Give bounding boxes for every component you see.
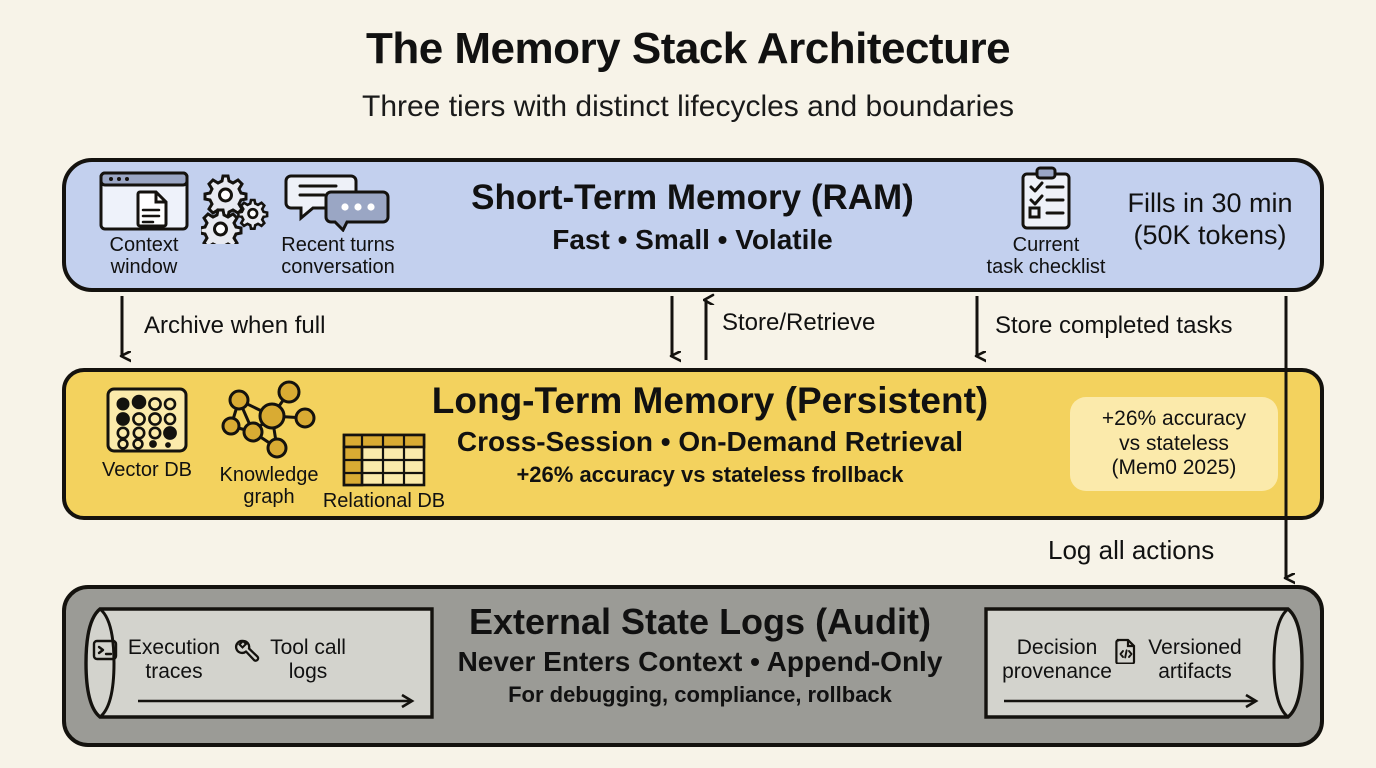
code-file-icon: [1115, 638, 1136, 664]
icon-cell-context-window: Context window: [92, 170, 196, 279]
pill-left-shape: [84, 607, 434, 719]
page-title: The Memory Stack Architecture: [365, 24, 1011, 73]
icon-caption: window: [110, 256, 178, 279]
pill-caption: Execution: [127, 636, 221, 659]
checklist-clipboard-icon: [1021, 166, 1071, 230]
icon-caption: Current: [1012, 234, 1080, 256]
icon-cell-relational-db: Relational DB: [316, 432, 452, 512]
icon-caption: Recent turns: [281, 234, 395, 256]
terminal-icon: [92, 639, 118, 661]
icon-caption: task checklist: [986, 256, 1106, 279]
tier-subheading: Never Enters Context • Append-Only: [457, 645, 943, 677]
accuracy-badge: +26% accuracy vs stateless (Mem0 2025): [1070, 397, 1278, 491]
fill-note-line1: Fills in 30 min: [1127, 188, 1293, 218]
icon-cell-recent-turns: Recent turns conversation: [270, 170, 406, 279]
pill-item-versioned-artifacts: Decision Versioned artifacts: [1115, 636, 1242, 684]
pill-caption: logs: [288, 660, 328, 684]
chat-bubbles-icon: [284, 174, 390, 232]
pill-caption: traces: [145, 660, 203, 684]
pill-caption: provenance: [1002, 660, 1112, 684]
icon-cell-gears: [200, 172, 272, 246]
tier-subheading: Fast • Small • Volatile: [552, 223, 833, 255]
context-window-icon: [99, 171, 189, 231]
pill-right-shape: [984, 607, 1304, 719]
wrench-icon: [235, 639, 260, 662]
icon-caption: Relational DB: [322, 490, 446, 512]
icon-cell-knowledge-graph: Knowledge graph: [206, 378, 332, 509]
connector-label-archive-when-full: Archive when full: [144, 312, 326, 339]
pill-item-tool-call-logs: Tool call logs: [235, 636, 346, 684]
tier-long-term-text: Long-Term Memory (Persistent) Cross-Sess…: [390, 380, 1030, 489]
tier-short-term-memory: [62, 158, 1324, 292]
pill-item-execution-traces: Execution traces: [92, 636, 220, 684]
pill-caption: artifacts: [1158, 660, 1232, 684]
tier-heading: Long-Term Memory (Persistent): [431, 380, 989, 421]
badge-line1: +26% accuracy: [1101, 406, 1247, 430]
fill-note-line2: (50K tokens): [1133, 219, 1287, 250]
tier-heading: Short-Term Memory (RAM): [471, 178, 914, 217]
vector-db-icon: [106, 387, 188, 453]
icon-caption: graph: [243, 486, 295, 509]
pill-item-decision-provenance: Decision provenance: [1002, 636, 1112, 684]
tier-heading: External State Logs (Audit): [468, 601, 932, 642]
icon-caption: Knowledge: [219, 464, 319, 486]
tier-logs-text: External State Logs (Audit) Never Enters…: [400, 603, 1000, 709]
icon-cell-task-checklist: Current task checklist: [975, 166, 1117, 279]
tier-note: For debugging, compliance, rollback: [508, 682, 892, 708]
icon-caption: Vector DB: [101, 459, 193, 481]
icon-caption: conversation: [281, 256, 395, 279]
icon-cell-vector-db: Vector DB: [92, 385, 202, 481]
relational-db-icon: [342, 433, 426, 487]
page-subtitle: Three tiers with distinct lifecycles and…: [362, 90, 1014, 123]
pill-caption: Tool call: [270, 636, 346, 659]
pill-caption: Decision: [1016, 636, 1098, 659]
badge-line2: vs stateless: [1119, 431, 1229, 455]
pill-caption: Versioned: [1148, 636, 1242, 659]
connector-label-log-all-actions: Log all actions: [1048, 535, 1215, 565]
gears-icon: [201, 174, 269, 244]
tier-note: +26% accuracy vs stateless frollback: [516, 462, 904, 488]
tier-subheading: Cross-Session • On-Demand Retrieval: [456, 425, 964, 457]
short-term-fill-note: Fills in 30 min (50K tokens): [1110, 188, 1310, 252]
tier-short-term-text: Short-Term Memory (RAM) Fast • Small • V…: [420, 178, 965, 256]
badge-line3: (Mem0 2025): [1111, 456, 1237, 480]
knowledge-graph-icon: [221, 380, 316, 459]
connector-label-store-retrieve: Store/Retrieve: [722, 309, 876, 336]
connector-label-store-completed-tasks: Store completed tasks: [995, 312, 1233, 339]
icon-caption: Context: [109, 234, 179, 256]
